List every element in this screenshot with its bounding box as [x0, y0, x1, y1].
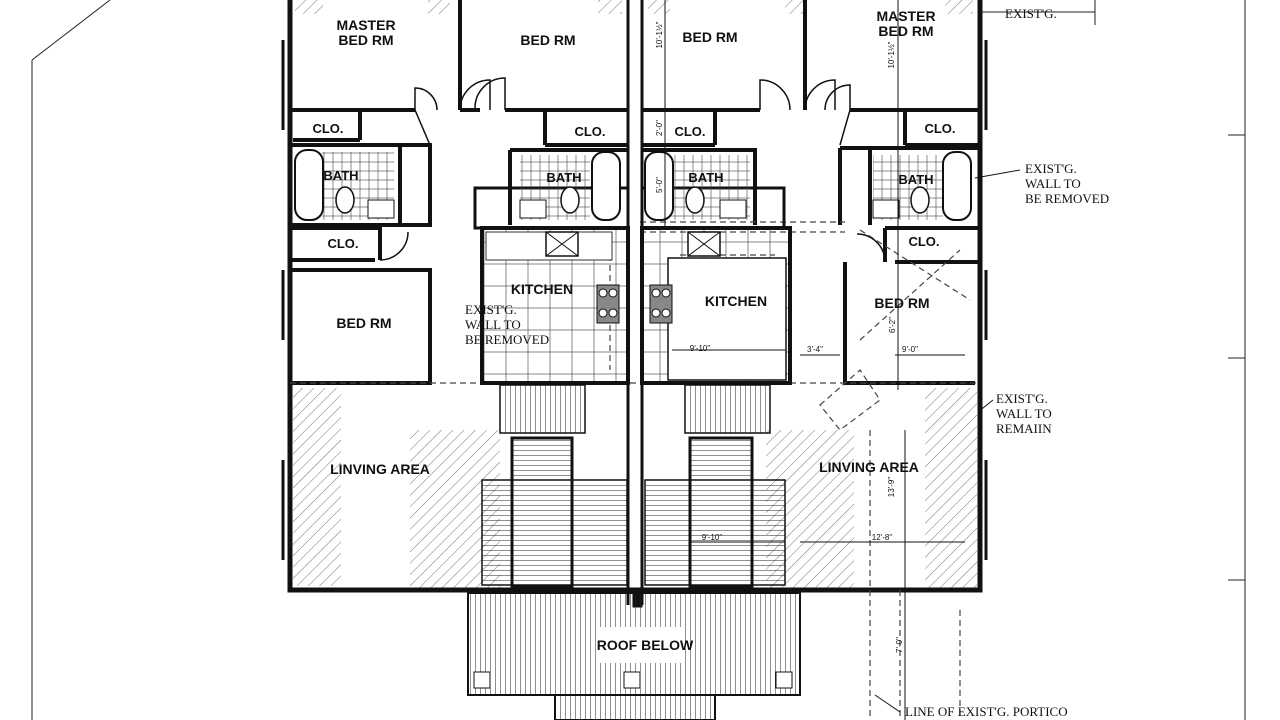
dimension-labels: 10'-1½" 10'-1½" 2'-0" 5'-0" 9'-10" 3'-4"…	[655, 21, 918, 653]
dim-d10: 13'-9"	[887, 477, 896, 498]
bed-top-left-label: BED RM	[520, 32, 575, 48]
exist-top-note: EXIST'G.	[1005, 6, 1057, 21]
wall-remain-note: EXIST'G. WALL TO REMAIIN	[996, 391, 1055, 436]
closet-tr2-label: CLO.	[924, 121, 955, 136]
bath-4-label: BATH	[898, 172, 933, 187]
bed-right-mid-label: BED RM	[874, 295, 929, 311]
closet-tl2-label: CLO.	[574, 124, 605, 139]
bath-fixtures	[294, 149, 972, 221]
dim-d2: 10'-1½"	[887, 41, 896, 68]
roof-below	[467, 592, 801, 720]
plan-notes: EXIST'G. EXIST'G. WALL TO BE REMOVED EXI…	[465, 6, 1109, 719]
door-swings	[379, 77, 886, 263]
roof-below-label: ROOF BELOW	[597, 637, 694, 653]
dim-d6: 9'-10"	[690, 344, 711, 353]
bed-top-right-label: BED RM	[682, 29, 737, 45]
dim-d9: 6'-2"	[888, 317, 897, 333]
closet-right-mid-label: CLO.	[908, 234, 939, 249]
portico-note: LINE OF EXIST'G. PORTICO	[905, 704, 1068, 719]
dim-d11: 12'-8"	[872, 533, 893, 542]
closet-tr1-label: CLO.	[674, 124, 705, 139]
kitchen-right-label: KITCHEN	[705, 293, 767, 309]
closet-tl1-label: CLO.	[312, 121, 343, 136]
wall-removed-right-note: EXIST'G. WALL TO BE REMOVED	[1025, 161, 1109, 206]
dim-d1: 10'-1½"	[655, 21, 664, 48]
living-left-label: LINVING AREA	[330, 461, 430, 477]
dim-d4: 5'-0"	[655, 177, 664, 193]
bath-2-label: BATH	[546, 170, 581, 185]
living-right-label: LINVING AREA	[819, 459, 919, 475]
kitchen-right-block	[640, 186, 792, 385]
bed-left-mid-label: BED RM	[336, 315, 391, 331]
dim-d12: 9'-10"	[702, 533, 723, 542]
dim-d8: 9'-0"	[902, 345, 918, 354]
stairs	[481, 384, 786, 588]
dim-d3: 2'-0"	[655, 120, 664, 136]
dim-d13: 7'-0"	[895, 637, 904, 653]
wall-removed-kitchen-note: EXIST'G. WALL TO BE REMOVED	[465, 302, 549, 347]
bath-1-label: BATH	[323, 168, 358, 183]
kitchen-left-label: KITCHEN	[511, 281, 573, 297]
closet-left-mid-label: CLO.	[327, 236, 358, 251]
dimension-lines	[664, 0, 965, 720]
dim-d7: 3'-4"	[807, 345, 823, 354]
kitchen-left-block	[473, 186, 630, 385]
bath-3-label: BATH	[688, 170, 723, 185]
